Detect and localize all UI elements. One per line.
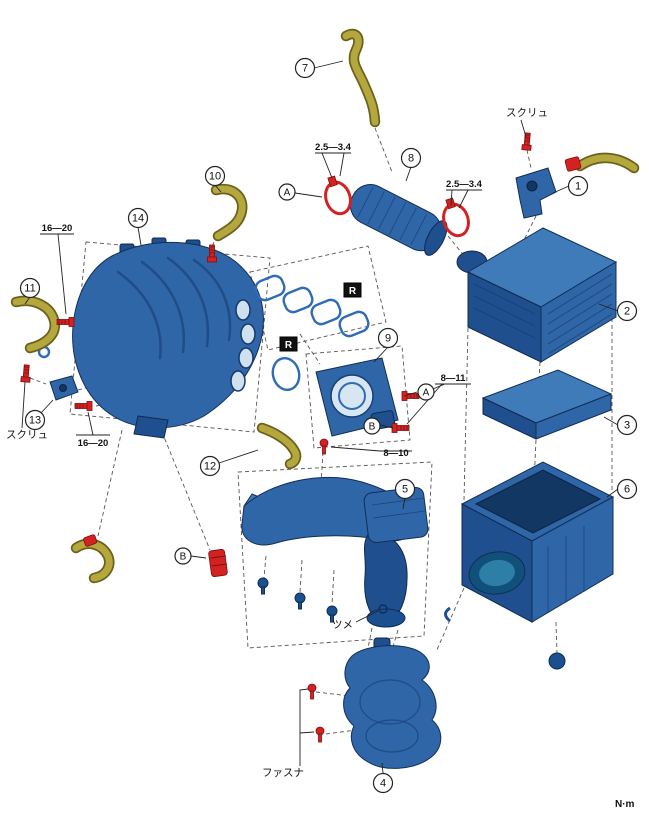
callout-9: 9 — [373, 327, 399, 363]
throttle-body — [315, 357, 399, 437]
duct-grommet — [294, 592, 306, 610]
callout-1: 1 — [552, 175, 589, 197]
svg-text:10: 10 — [209, 171, 221, 183]
ref-callout-b-1: B — [363, 417, 394, 435]
label-tab: ツメ — [332, 610, 379, 631]
breather-hose-7 — [340, 28, 381, 128]
screw-top-right — [521, 132, 533, 151]
svg-text:A: A — [284, 188, 291, 199]
intake-air-hose — [349, 184, 448, 256]
svg-text:14: 14 — [132, 213, 144, 225]
callout-12: 12 — [199, 449, 259, 477]
svg-text:7: 7 — [302, 63, 308, 75]
torque-hose-clamp-rear: 2.5—3.4 — [446, 179, 483, 209]
torque-duct: 8—10 — [330, 446, 412, 459]
svg-text:5: 5 — [402, 484, 408, 496]
screw-left — [20, 364, 32, 383]
fastener-pin-2 — [315, 726, 325, 743]
air-filter-element — [481, 369, 613, 440]
svg-text:R: R — [349, 286, 357, 297]
callout-7: 7 — [294, 57, 344, 79]
svg-text:A: A — [423, 388, 430, 399]
svg-text:ファスナ: ファスナ — [262, 767, 304, 779]
svg-text:2: 2 — [624, 306, 630, 318]
air-cleaner-case — [444, 461, 615, 670]
torque-manifold-lower: 16—20 — [76, 411, 110, 449]
svg-text:ツメ: ツメ — [332, 619, 353, 631]
hose-clamp-front — [318, 171, 356, 219]
svg-text:2.5—3.4: 2.5—3.4 — [315, 142, 352, 153]
unit-note: N·m — [615, 799, 635, 810]
lower-resonator — [343, 637, 442, 769]
callout-4: 4 — [372, 762, 394, 794]
svg-text:11: 11 — [24, 283, 35, 295]
svg-text:1: 1 — [575, 181, 581, 193]
intake-manifold — [37, 237, 264, 439]
bracket-13 — [49, 375, 79, 401]
callout-3: 3 — [603, 414, 638, 436]
callout-10: 10 — [204, 165, 226, 193]
callout-11: 11 — [19, 277, 41, 305]
svg-text:16—20: 16—20 — [42, 223, 73, 234]
throttle-bolt-2 — [391, 423, 410, 433]
ref-callout-a-2: A — [403, 383, 435, 401]
callout-5: 5 — [394, 478, 416, 510]
purge-valve-red — [208, 549, 228, 577]
duct-grommet — [257, 577, 269, 595]
hose-12 — [256, 422, 302, 470]
svg-text:8: 8 — [408, 153, 414, 165]
svg-text:8—10: 8—10 — [383, 448, 408, 459]
air-cleaner-cover — [456, 227, 618, 363]
torque-manifold-upper: 16—20 — [40, 223, 74, 315]
svg-text:3: 3 — [624, 420, 630, 432]
callout-14: 14 — [127, 207, 149, 246]
recycle-mark-1: R — [343, 282, 362, 298]
svg-text:8—11: 8—11 — [441, 373, 467, 384]
svg-text:9: 9 — [385, 333, 391, 345]
callout-6: 6 — [606, 478, 638, 500]
label-fastener: ファスナ — [262, 688, 315, 779]
recycle-mark-2: R — [279, 336, 298, 352]
hose-hook — [444, 606, 451, 623]
hose-11 — [10, 295, 60, 354]
manifold-bolt-lower — [74, 401, 93, 411]
ref-callout-b-2: B — [174, 547, 207, 565]
hose-b-lower — [70, 534, 115, 584]
callout-2: 2 — [598, 300, 638, 322]
svg-text:R: R — [285, 340, 293, 351]
svg-text:16—20: 16—20 — [78, 438, 109, 449]
tab-claw — [378, 604, 388, 614]
inlet-bracket — [515, 167, 557, 219]
manifold-gaskets — [254, 274, 370, 338]
fastener-pin-1 — [307, 683, 317, 700]
vent-hose-assembly — [564, 152, 640, 174]
callout-13: 13 — [24, 399, 54, 431]
svg-text:スクリュ: スクリュ — [6, 429, 48, 441]
label-screw-top: スクリュ — [506, 107, 548, 138]
ref-callout-a-1: A — [278, 183, 323, 201]
svg-text:4: 4 — [380, 778, 386, 790]
hose-10 — [210, 183, 248, 242]
svg-text:2.5—3.4: 2.5—3.4 — [446, 179, 483, 190]
svg-text:6: 6 — [624, 484, 630, 496]
callout-8: 8 — [400, 147, 422, 182]
mount-ball — [548, 652, 566, 670]
svg-text:B: B — [369, 422, 376, 433]
label-screw-left: スクリュ — [6, 381, 48, 441]
svg-text:B: B — [180, 552, 187, 563]
svg-text:スクリュ: スクリュ — [506, 107, 548, 119]
resonance-duct — [241, 476, 429, 628]
svg-text:12: 12 — [204, 461, 216, 473]
torque-hose-clamp-front: 2.5—3.4 — [315, 142, 352, 179]
svg-text:13: 13 — [29, 415, 41, 427]
throttle-gasket — [271, 356, 301, 392]
